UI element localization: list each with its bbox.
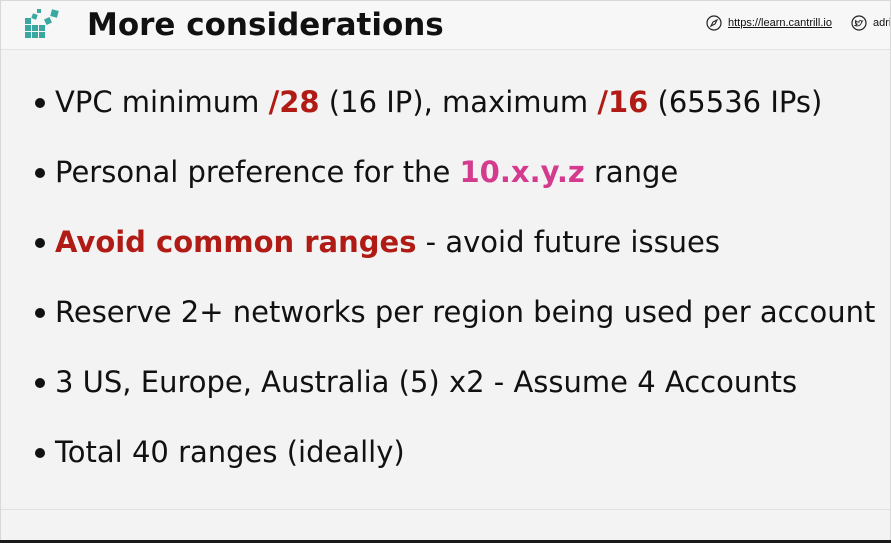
- bullet-highlight: 10.x.y.z: [459, 155, 585, 189]
- twitter-bird-icon: [851, 15, 867, 31]
- bullet-item: Reserve 2+ networks per region being use…: [31, 277, 875, 347]
- bullet-text: (16 IP), maximum: [319, 85, 598, 119]
- bullet-text: 3 US, Europe, Australia (5) x2 - Assume …: [55, 365, 798, 399]
- bullet-text: range: [584, 155, 679, 189]
- bullet-list: VPC minimum /28 (16 IP), maximum /16 (65…: [31, 67, 875, 487]
- bullet-item: VPC minimum /28 (16 IP), maximum /16 (65…: [31, 67, 875, 137]
- compass-icon: [706, 15, 722, 31]
- twitter-handle-text[interactable]: adri: [873, 17, 891, 29]
- bullet-text: (65536 IPs): [648, 85, 823, 119]
- bullet-text: VPC minimum: [55, 85, 269, 119]
- slide-title: More considerations: [87, 7, 444, 43]
- bullet-highlight: Avoid common ranges: [55, 225, 417, 259]
- bullet-highlight: /28: [268, 85, 320, 119]
- course-link[interactable]: https://learn.cantrill.io: [706, 15, 832, 31]
- course-link-text[interactable]: https://learn.cantrill.io: [728, 17, 832, 29]
- slide-header: More considerations https://learn.cantri…: [1, 1, 891, 50]
- bullet-text: - avoid future issues: [416, 225, 721, 259]
- footer-divider: [1, 509, 890, 510]
- bullet-item: Total 40 ranges (ideally): [31, 417, 875, 487]
- twitter-handle[interactable]: adri: [851, 15, 891, 31]
- bottom-edge: [0, 540, 891, 543]
- bullet-text: Reserve 2+ networks per region being use…: [55, 295, 876, 329]
- bullet-item: Avoid common ranges - avoid future issue…: [31, 207, 875, 277]
- bullet-text: Total 40 ranges (ideally): [55, 435, 405, 469]
- bullet-item: Personal preference for the 10.x.y.z ran…: [31, 137, 875, 207]
- grid-blocks-logo: [25, 9, 59, 38]
- bullet-item: 3 US, Europe, Australia (5) x2 - Assume …: [31, 347, 875, 417]
- bullet-highlight: /16: [597, 85, 649, 119]
- bullet-text: Personal preference for the: [55, 155, 460, 189]
